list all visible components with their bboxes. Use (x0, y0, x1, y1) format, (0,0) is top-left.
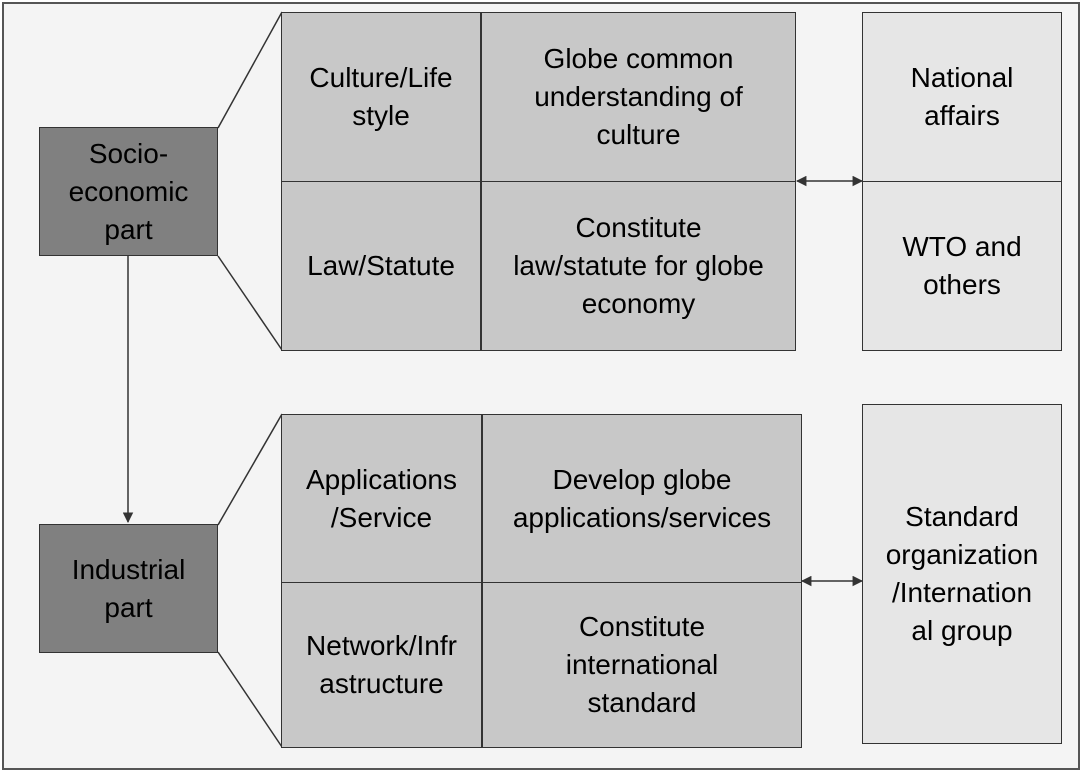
standard-organization-box: Standard organization /Internation al gr… (862, 404, 1062, 744)
wto-label: WTO and others (902, 231, 1022, 300)
industrial-part-label: Industrial part (71, 553, 186, 623)
develop-apps-label: Develop globe applications/services (512, 463, 772, 533)
applications-service-box: Applications /Service (281, 414, 482, 583)
constitute-standard-box: Constitute international standard (482, 582, 802, 748)
applications-service-label: Applications /Service (306, 463, 457, 533)
wto-box: WTO and others (862, 181, 1062, 351)
network-infrastructure-label: Network/Infr astructure (306, 630, 457, 699)
globe-culture-label: Globe common understanding of culture (534, 43, 743, 150)
constitute-law-label: Constitute law/statute for globe economy (513, 212, 764, 319)
industrial-part-box: Industrial part (39, 524, 218, 653)
national-affairs-label: National affairs (910, 62, 1014, 131)
constitute-law-box: Constitute law/statute for globe economy (481, 181, 796, 351)
law-statute-label: Law/Statute (307, 250, 455, 281)
law-statute-box: Law/Statute (281, 181, 481, 351)
standard-organization-label: Standard organization /Internation al gr… (885, 501, 1039, 646)
constitute-standard-label: Constitute international standard (565, 611, 719, 718)
culture-life-style-label: Culture/Life style (309, 62, 453, 131)
globe-culture-box: Globe common understanding of culture (481, 12, 796, 182)
socio-economic-part-box: Socio- economic part (39, 127, 218, 256)
culture-life-style-box: Culture/Life style (281, 12, 481, 182)
socio-economic-part-label: Socio- economic part (68, 137, 189, 245)
develop-apps-box: Develop globe applications/services (482, 414, 802, 583)
network-infrastructure-box: Network/Infr astructure (281, 582, 482, 748)
national-affairs-box: National affairs (862, 12, 1062, 182)
